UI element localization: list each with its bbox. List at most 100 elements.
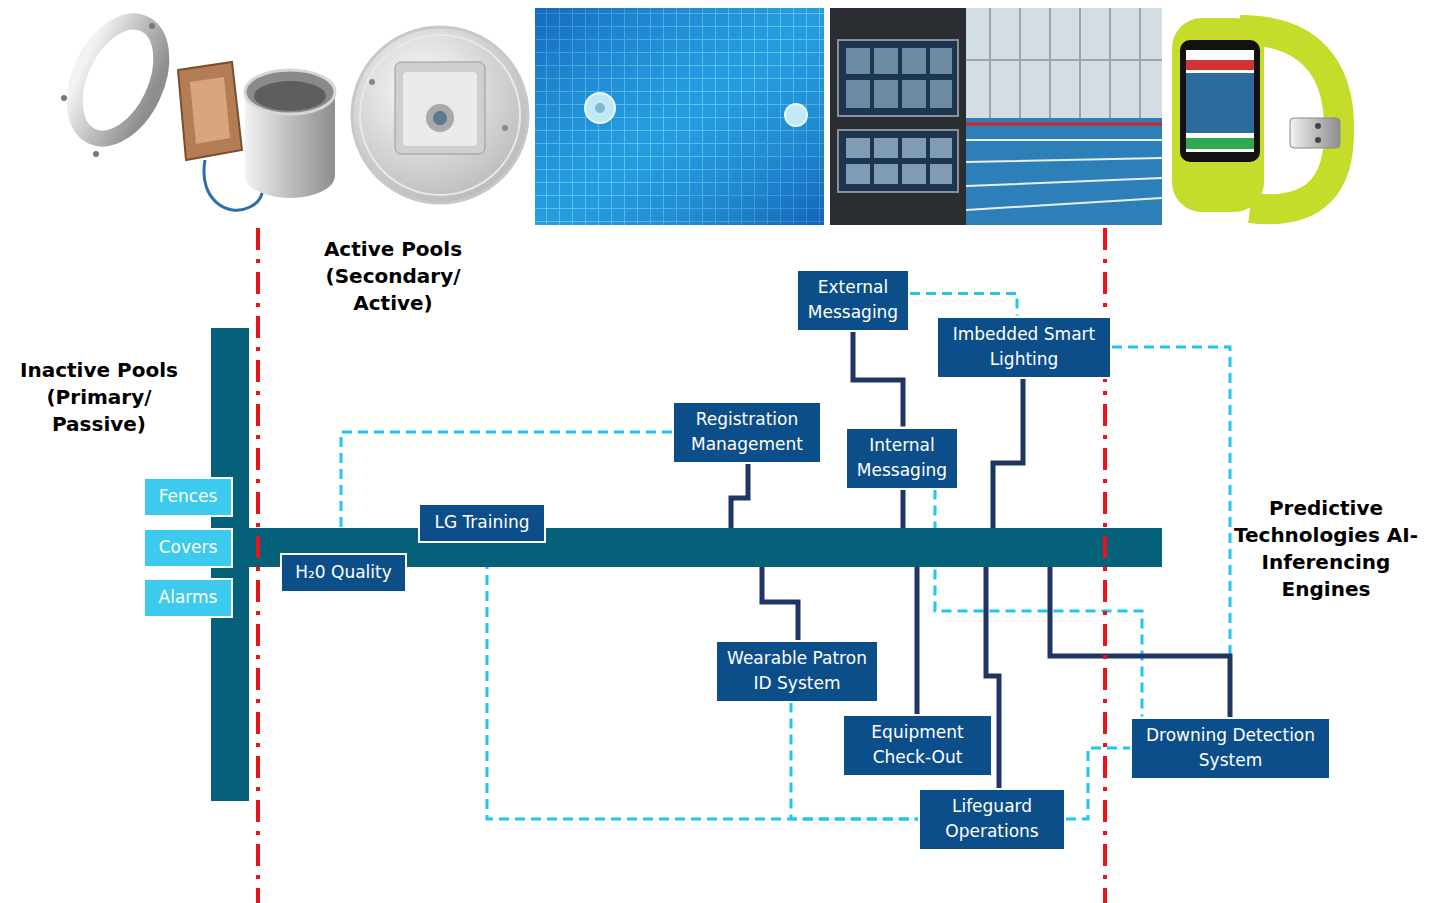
bus-link	[731, 463, 748, 530]
connector	[1066, 748, 1130, 819]
process-box: External Messaging	[796, 269, 910, 332]
process-box: Fences	[143, 477, 233, 517]
box-text-group: Registration Management	[680, 407, 814, 458]
buckle-pin	[1315, 137, 1321, 143]
window-frames	[966, 8, 1162, 118]
watch-band	[1172, 18, 1264, 212]
boundary-line	[256, 228, 260, 903]
light-fixture	[352, 27, 528, 203]
process-box: Wearable Patron ID System	[715, 640, 879, 703]
process-box: LG Training	[418, 503, 546, 543]
water-shine	[535, 8, 824, 225]
connector	[910, 294, 1017, 316]
camera-thumbnails	[846, 48, 952, 108]
process-box: H₂0 Quality	[280, 553, 407, 593]
box-label: Lifeguard Operations	[926, 794, 1058, 845]
box-label: Wearable Patron ID System	[723, 646, 871, 697]
box-text-group: Lifeguard Operations	[926, 794, 1058, 845]
box-text-group: Imbedded Smart Lighting	[944, 322, 1104, 373]
process-box: Registration Management	[672, 401, 822, 464]
wall-light	[785, 104, 807, 126]
buckle-pin	[1315, 123, 1321, 129]
lens-housing	[395, 62, 485, 154]
can-opening	[245, 70, 335, 114]
camera-eye	[433, 111, 447, 125]
lens	[403, 72, 477, 146]
alarm-photo	[1186, 73, 1254, 133]
windows	[966, 8, 1162, 118]
process-box: Alarms	[143, 578, 233, 618]
box-label: Covers	[159, 535, 218, 561]
connector	[487, 543, 918, 819]
connector	[935, 490, 1142, 717]
box-label: Fences	[159, 484, 218, 510]
bus-link	[1050, 565, 1230, 718]
box-text-group: H₂0 Quality	[295, 560, 392, 586]
box-label: H₂0 Quality	[295, 560, 392, 586]
monitor	[838, 130, 958, 192]
lane-ropes	[966, 140, 1162, 210]
monitoring-room-photo	[830, 8, 1162, 225]
fixture-disc	[352, 27, 528, 203]
section-heading: Inactive Pools (Primary/ Passive)	[3, 357, 195, 438]
pool-wall-photo	[535, 8, 824, 225]
monitor	[838, 40, 958, 116]
watch-buckle	[1290, 118, 1340, 148]
wall-light	[585, 93, 615, 123]
bronze-bracket	[178, 62, 242, 160]
bus-link	[901, 489, 906, 530]
box-label: LG Training	[434, 510, 529, 536]
section-heading: Active Pools (Secondary/ Active)	[298, 236, 488, 317]
process-box: Internal Messaging	[845, 427, 959, 490]
process-box: Equipment Check-Out	[842, 714, 993, 777]
screw	[369, 79, 375, 85]
box-text-group: Alarms	[159, 585, 218, 611]
pool-edge	[966, 123, 1162, 126]
can-inner	[254, 81, 326, 111]
box-text-group: Covers	[159, 535, 218, 561]
process-box: Lifeguard Operations	[918, 788, 1066, 851]
process-box: Covers	[143, 528, 233, 568]
screw	[502, 125, 508, 131]
tile-wall	[535, 8, 824, 225]
watch-screen	[1186, 50, 1254, 152]
section-heading: Predictive Technologies AI-Inferencing E…	[1224, 495, 1428, 603]
process-box: Drowning Detection System	[1130, 717, 1331, 780]
close-button	[1186, 138, 1254, 149]
smartwatch	[1172, 18, 1340, 212]
screw	[61, 95, 67, 101]
box-text-group: Fences	[159, 484, 218, 510]
box-label: Registration Management	[680, 407, 814, 458]
box-text-group: LG Training	[434, 510, 529, 536]
bus-link	[915, 565, 920, 714]
camera-thumbnails	[846, 138, 952, 184]
room	[830, 8, 1162, 225]
screw	[149, 23, 155, 29]
box-label: Equipment Check-Out	[850, 720, 985, 771]
box-text-group: Drowning Detection System	[1138, 723, 1323, 774]
box-text-group: External Messaging	[804, 275, 902, 326]
screw	[93, 151, 99, 157]
box-text-group: Internal Messaging	[853, 433, 951, 484]
light-niche-exploded	[57, 8, 335, 210]
box-label: Imbedded Smart Lighting	[944, 322, 1104, 373]
bus-link	[762, 565, 798, 640]
box-text-group: Equipment Check-Out	[850, 720, 985, 771]
process-box: Imbedded Smart Lighting	[936, 316, 1112, 379]
trim-ring	[57, 8, 178, 153]
bus-link	[993, 377, 1023, 530]
fixture-rim	[360, 35, 520, 195]
box-label: Alarms	[159, 585, 218, 611]
box-text-group: Wearable Patron ID System	[723, 646, 871, 697]
watch-face	[1180, 40, 1260, 162]
connector	[853, 332, 903, 427]
box-label: Internal Messaging	[853, 433, 951, 484]
pool-water	[966, 118, 1162, 225]
box-label: Drowning Detection System	[1138, 723, 1323, 774]
alarm-bar	[1186, 60, 1254, 70]
bracket-face	[190, 77, 230, 144]
wall-light-eye	[595, 103, 605, 113]
lens-center	[426, 104, 454, 132]
